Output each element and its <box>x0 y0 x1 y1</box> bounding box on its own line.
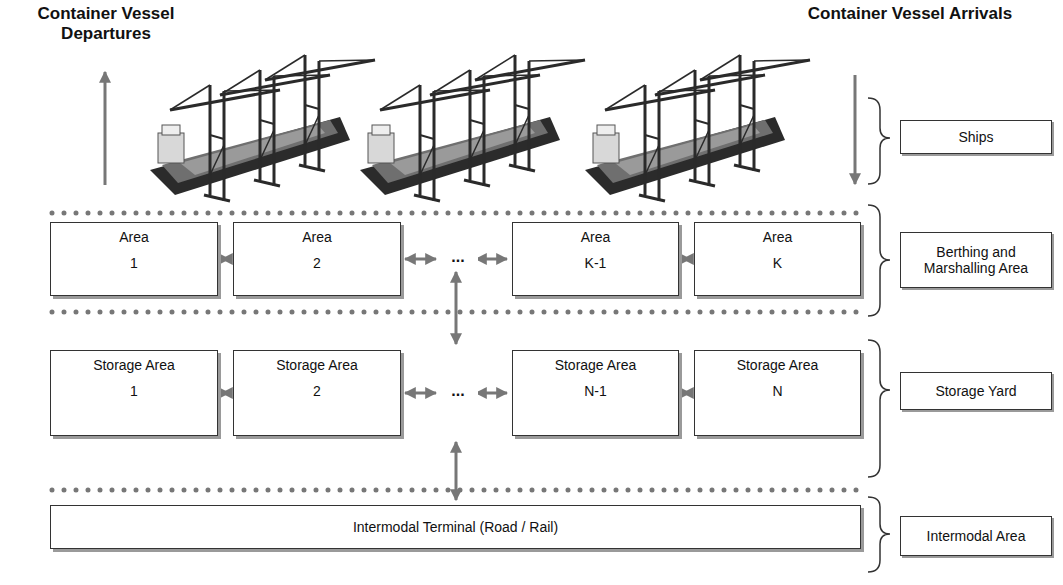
double-arrow <box>683 258 690 261</box>
box-text: N <box>772 383 782 399</box>
box-text: 1 <box>130 383 138 399</box>
heading-label: Container Vessel Arrivals <box>760 4 1060 24</box>
storage-area: Storage AreaN-1 <box>512 350 679 436</box>
box-text: Storage Area <box>555 357 637 373</box>
ellipsis: ... <box>438 382 478 400</box>
berth-area: AreaK <box>694 222 861 296</box>
ships-tag: Ships <box>900 120 1052 154</box>
box-text: Storage Area <box>276 357 358 373</box>
intermodal-tag: Intermodal Area <box>900 516 1052 556</box>
box-text: Storage Area <box>93 357 175 373</box>
heading-label: Container Vessel Departures <box>0 4 212 43</box>
box-text: Area <box>763 229 793 245</box>
box-text: Ships <box>958 129 993 145</box>
storage-yard-tag: Storage Yard <box>900 372 1052 410</box>
storage-area: Storage Area 1 <box>50 350 218 436</box>
box-text: 2 <box>313 383 321 399</box>
berth-area: Area 1 <box>50 222 218 296</box>
box-text: Intermodal Terminal (Road / Rail) <box>353 519 558 535</box>
box-text: Storage Area <box>737 357 819 373</box>
box-text: Storage Yard <box>935 383 1016 399</box>
intermodal-terminal: Intermodal Terminal (Road / Rail) <box>50 505 861 549</box>
box-text: N-1 <box>584 383 607 399</box>
storage-area: Storage AreaN <box>694 350 861 436</box>
box-text: K <box>773 255 782 271</box>
box-text: Berthing and Marshalling Area <box>907 244 1045 276</box>
box-text: 1 <box>130 255 138 271</box>
berth-area: Area 2 <box>233 222 401 296</box>
double-arrow <box>683 392 690 395</box>
box-text: 2 <box>313 255 321 271</box>
box-text: Area <box>581 229 611 245</box>
ellipsis: ... <box>438 248 478 266</box>
storage-area: Storage Area 2 <box>233 350 401 436</box>
double-arrow <box>222 392 229 395</box>
box-text: Intermodal Area <box>927 528 1026 544</box>
berthing-tag: Berthing and Marshalling Area <box>900 232 1052 288</box>
double-arrow <box>222 258 229 261</box>
box-text: Area <box>119 229 149 245</box>
berth-area: AreaK-1 <box>512 222 679 296</box>
box-text: K-1 <box>585 255 607 271</box>
box-text: Area <box>302 229 332 245</box>
